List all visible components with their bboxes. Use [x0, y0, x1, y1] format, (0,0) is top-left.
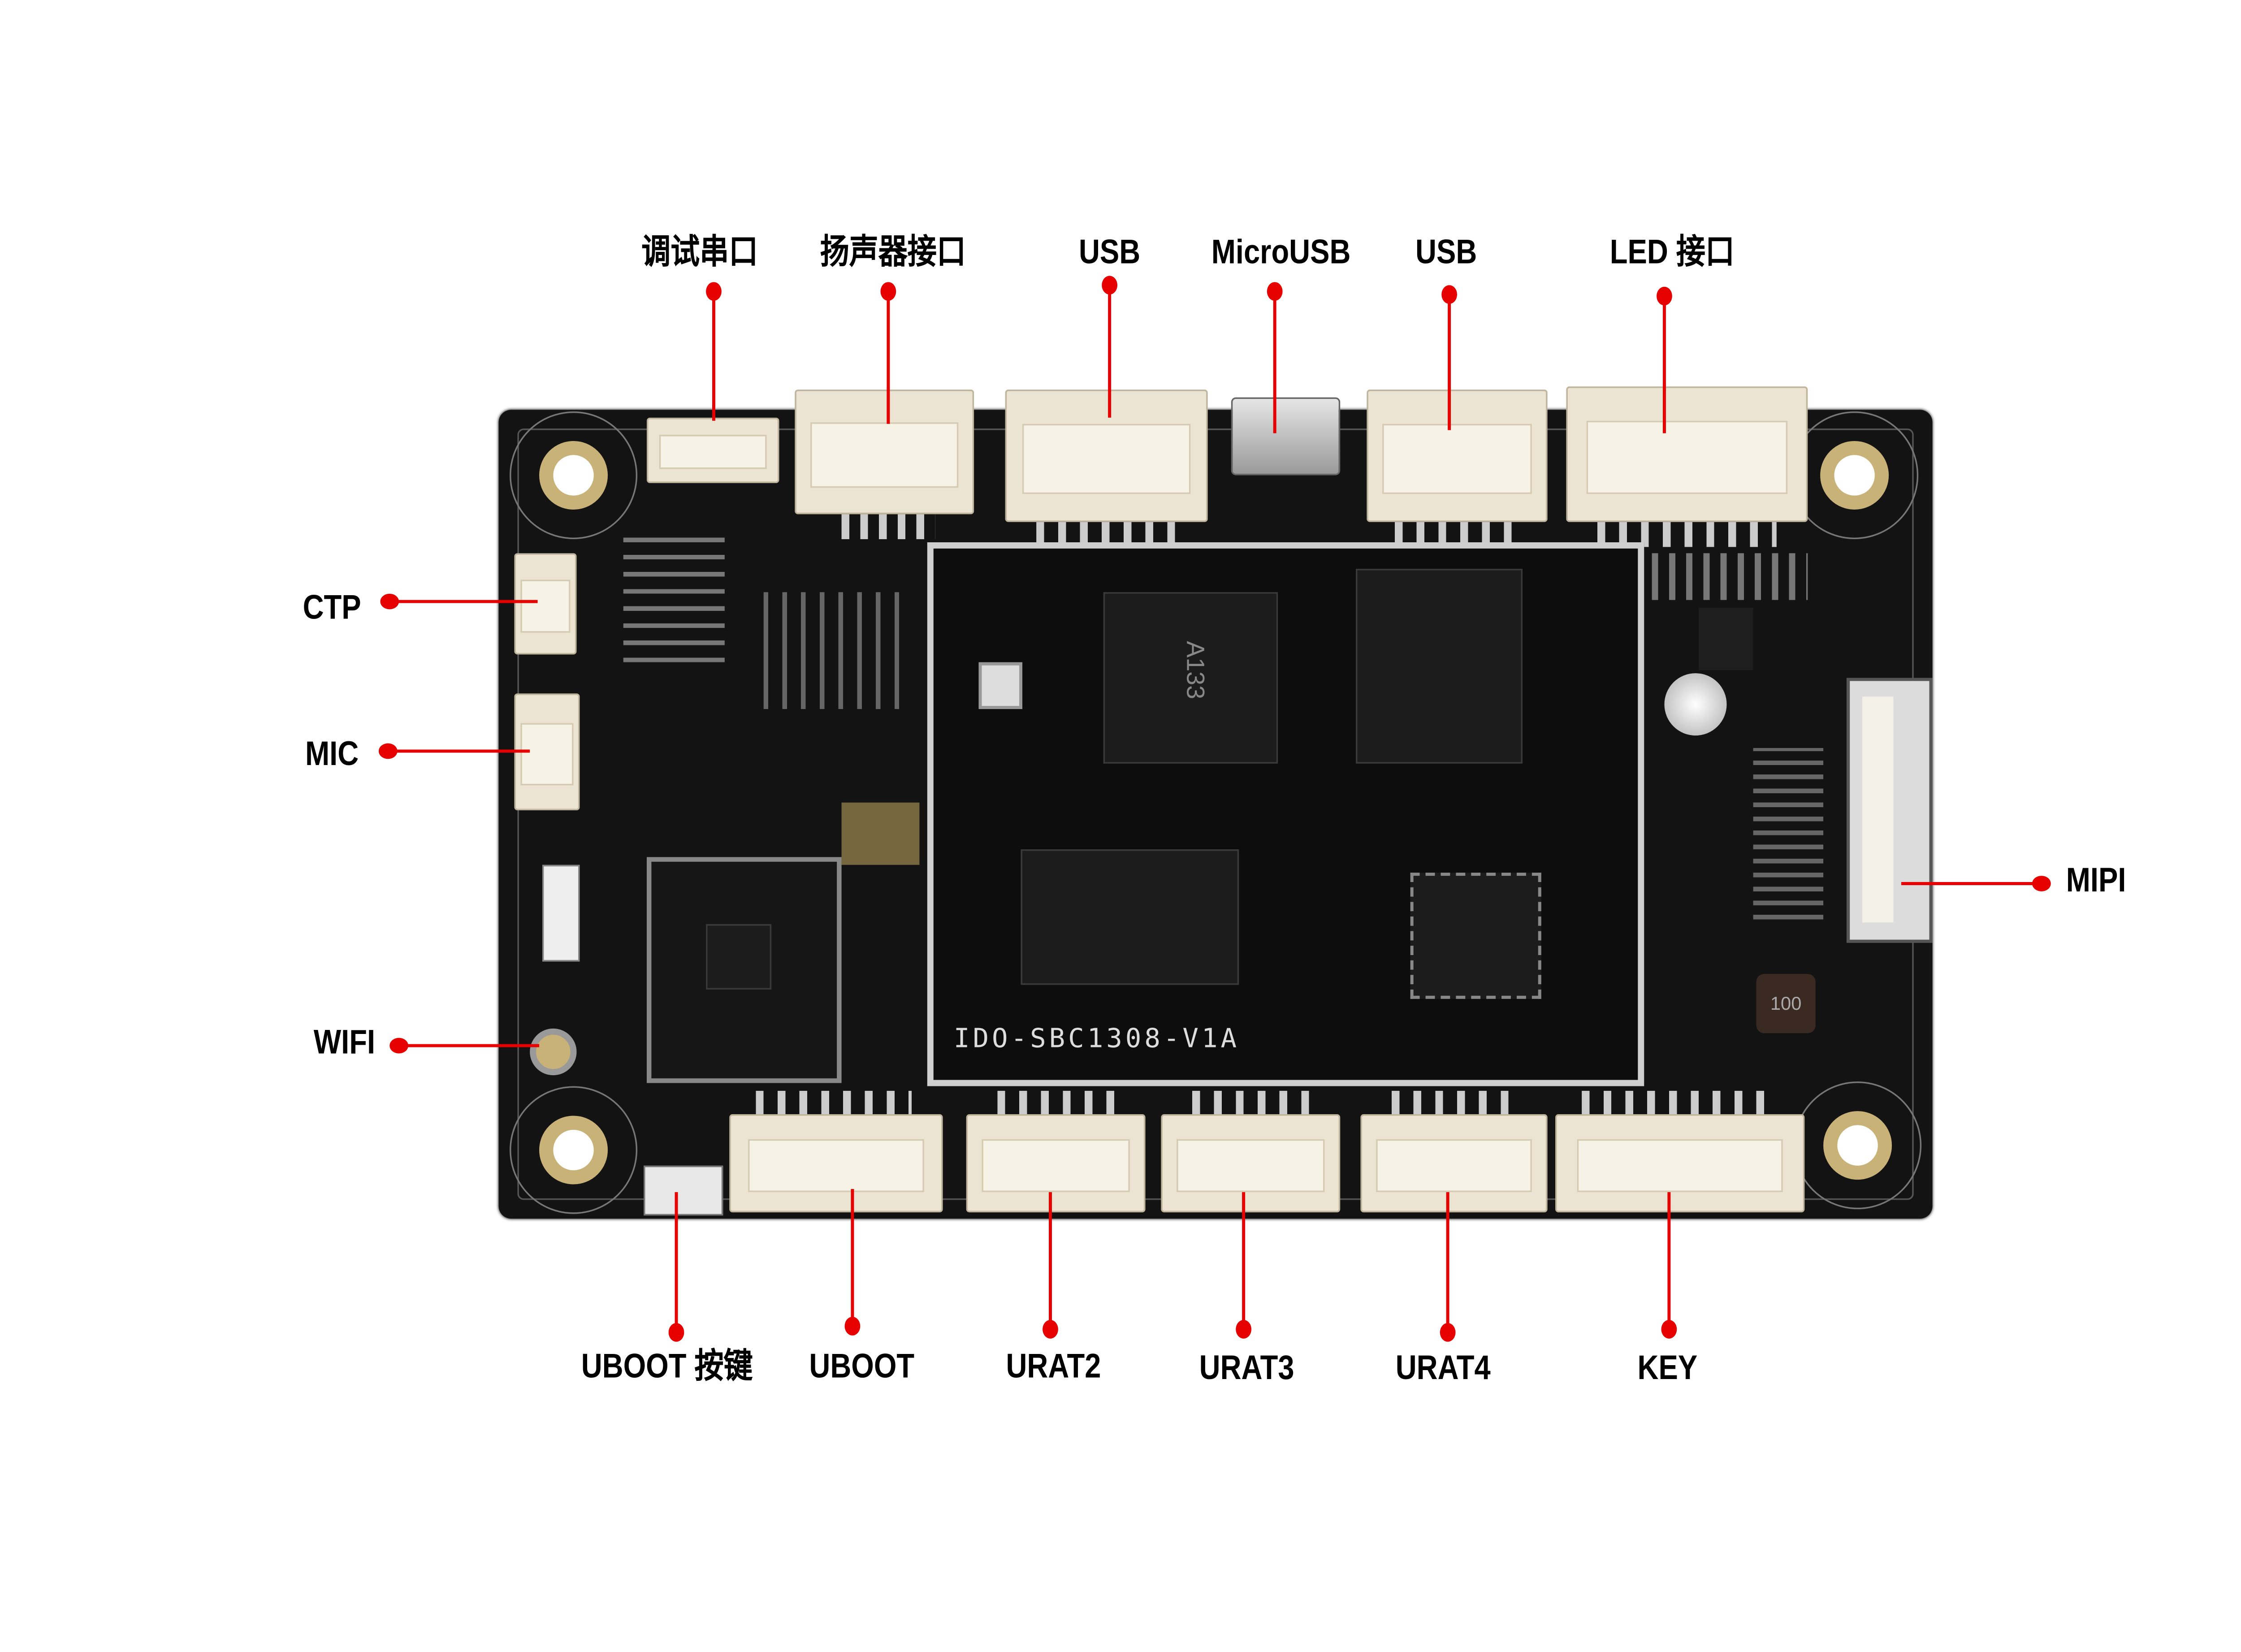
- pmic-chip: [1410, 873, 1541, 999]
- uboot-connector: [729, 1114, 943, 1213]
- uboot-button: [644, 1165, 723, 1216]
- speaker-connector: [795, 389, 974, 515]
- urat4-connector: [1360, 1114, 1548, 1213]
- soc-chip: A133: [1103, 592, 1278, 764]
- debug-serial-connector: [646, 417, 779, 483]
- label-urat4: URAT4: [1395, 1348, 1491, 1387]
- mic-connector: [514, 693, 580, 811]
- mipi-fpc-connector: [1847, 678, 1933, 943]
- label-micro-usb: MicroUSB: [1211, 232, 1351, 271]
- label-speaker: 扬声器接口: [820, 232, 966, 271]
- urat2-connector: [966, 1114, 1146, 1213]
- mounting-hole: [539, 441, 608, 510]
- label-usb-1: USB: [1078, 232, 1141, 271]
- memory-chip: [1355, 569, 1523, 764]
- mounting-hole: [539, 1116, 608, 1185]
- emmc-chip: [1021, 849, 1239, 985]
- label-mic: MIC: [305, 734, 359, 773]
- wifi-module: [646, 857, 842, 1083]
- core-module: [927, 542, 1644, 1086]
- led-connector: [1566, 386, 1808, 522]
- label-key: KEY: [1637, 1348, 1698, 1387]
- label-urat3: URAT3: [1199, 1348, 1294, 1387]
- usb-connector-2: [1367, 389, 1548, 522]
- mounting-hole: [1820, 441, 1889, 510]
- label-wifi: WIFI: [313, 1022, 376, 1061]
- inductor: 100: [1756, 974, 1816, 1034]
- label-mipi: MIPI: [2066, 860, 2126, 900]
- micro-usb-connector: [1231, 397, 1341, 476]
- label-led: LED 接口: [1609, 232, 1735, 271]
- label-debug-serial: 调试串口: [641, 232, 758, 271]
- key-connector: [1555, 1114, 1805, 1213]
- label-uboot-button: UBOOT 按键: [581, 1346, 753, 1386]
- ctp-connector: [514, 553, 577, 655]
- label-usb-2: USB: [1415, 232, 1477, 271]
- mounting-hole: [1823, 1111, 1892, 1180]
- label-urat2: URAT2: [1006, 1346, 1101, 1386]
- urat3-connector: [1161, 1114, 1341, 1213]
- label-uboot: UBOOT: [809, 1346, 915, 1386]
- wifi-antenna-connector: [530, 1028, 577, 1076]
- usb-connector-1: [1005, 389, 1208, 522]
- board-model-silkscreen: IDO-SBC1308-V1A: [953, 1024, 1240, 1055]
- label-ctp: CTP: [303, 587, 361, 627]
